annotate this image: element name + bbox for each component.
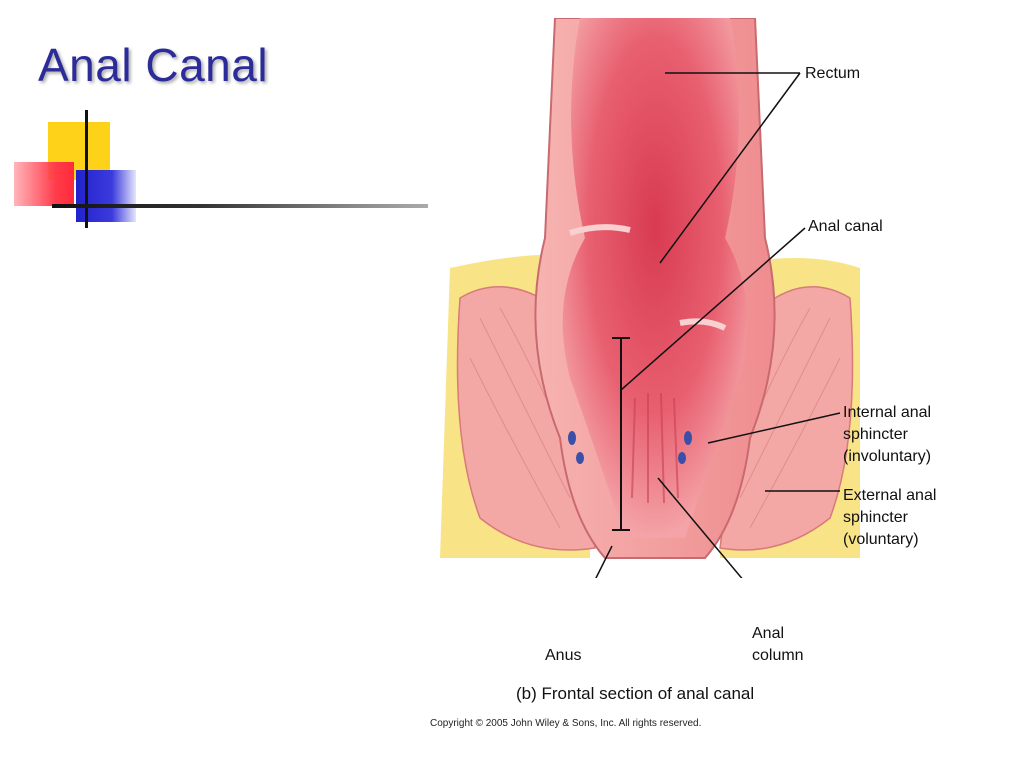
label-anal-column-line1: Anal [752,625,785,642]
label-anal-column-line2: column [752,647,804,664]
label-rectum: Rectum [805,65,861,82]
slide-title: Anal Canal [38,39,269,91]
figure-caption: (b) Frontal section of anal canal [516,684,755,703]
label-internal-sphincter-line1: Internal anal [843,404,932,421]
decor-red-bar [14,162,74,206]
label-internal-sphincter-line3: (involuntary) [843,448,932,465]
anal-canal-illustration [440,18,860,578]
label-anus: Anus [545,647,582,664]
label-internal-sphincter-line2: sphincter [843,426,908,443]
label-external-sphincter-line3: (voluntary) [843,531,919,548]
label-external-sphincter-line2: sphincter [843,509,908,526]
decor-vertical-line [85,110,88,228]
copyright-notice: Copyright © 2005 John Wiley & Sons, Inc.… [430,718,702,729]
decor-horizontal-rule [52,204,428,208]
rectal-lumen [562,18,748,538]
label-anal-canal: Anal canal [808,218,883,235]
label-external-sphincter-line1: External anal [843,487,937,504]
